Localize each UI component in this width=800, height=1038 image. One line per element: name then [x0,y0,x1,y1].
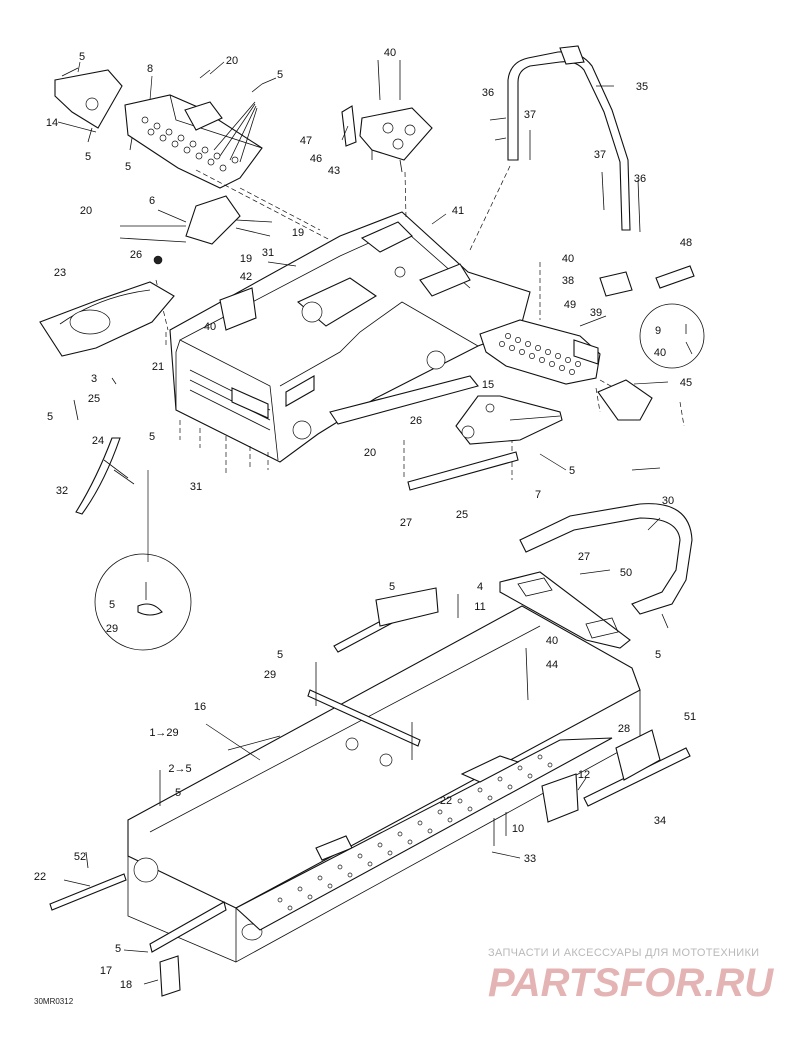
callout-number: 5 [149,431,155,443]
callout-number: 37 [524,109,536,121]
callout-number: 26 [130,249,142,261]
watermark-caption: ЗАПЧАСТИ И АКСЕССУАРЫ ДЛЯ МОТОТЕХНИКИ [488,947,759,959]
callout-number: 45 [680,377,692,389]
footrest-bracket-assembly [54,67,263,189]
callout-number: 22 [440,795,452,807]
rear-bumper [499,503,693,649]
diagram-code: 30MR0312 [34,997,74,1006]
callout-number: 41 [452,205,464,217]
callout-number: 40 [562,253,574,265]
callout-number: 20 [226,55,238,67]
callout-number: 27 [578,551,590,563]
callout-number: 9 [655,325,661,337]
callout-number: 7 [535,489,541,501]
callout-number: 5 [655,649,661,661]
rear-handle-loop [489,45,641,233]
callout-number: 21 [152,361,164,373]
callout-number: 31 [262,247,274,259]
callout-number: 18 [120,979,132,991]
callout-number: 24 [92,435,104,447]
callout-number: 17 [100,965,112,977]
callout-number: 20 [80,205,92,217]
callout-number: 27 [400,517,412,529]
callout-number: 19 [240,253,252,265]
callout-number: 5 [175,787,181,799]
callout-number: 1→29 [149,727,178,739]
callout-number: 33 [524,853,536,865]
callout-number: 2→5 [168,763,191,775]
callout-number: 26 [410,415,422,427]
watermark-brand: PARTSFOR.RU [488,961,774,1005]
callout-number: 31 [190,481,202,493]
callout-labels [57,61,669,985]
callout-number: 40 [546,635,558,647]
callout-number: 36 [634,173,646,185]
callout-number: 36 [482,87,494,99]
callout-number: 5 [109,599,115,611]
callout-number: 5 [125,161,131,173]
callout-number: 16 [194,701,206,713]
callout-number: 50 [620,567,632,579]
detail-circle [94,470,192,651]
callout-number: 10 [512,823,524,835]
callout-number: 43 [328,165,340,177]
callout-number: 5 [277,69,283,81]
callout-number: 44 [546,659,558,671]
callout-number: 15 [482,379,494,391]
callout-number: 48 [680,237,692,249]
callout-number: 19 [292,227,304,239]
callout-number: 37 [594,149,606,161]
callout-number: 46 [310,153,322,165]
main-chassis-frame [169,211,601,463]
callout-number: 25 [456,509,468,521]
callout-number: 5 [277,649,283,661]
left-components [39,195,297,515]
callout-number: 5 [115,943,121,955]
callout-number: 8 [147,63,153,75]
callout-number: 32 [56,485,68,497]
callout-number: 47 [300,135,312,147]
callout-number: 30 [662,495,674,507]
callout-number: 52 [74,851,86,863]
callout-number: 51 [684,711,696,723]
callout-number: 5 [85,151,91,163]
callout-number: 5 [389,581,395,593]
callout-number: 3 [91,373,97,385]
upper-bracket-assembly [341,59,433,173]
callout-number: 40 [384,47,396,59]
callout-number: 5 [79,51,85,63]
callout-number: 29 [264,669,276,681]
callout-number: 23 [54,267,66,279]
callout-number: 11 [474,601,485,613]
callout-number: 5 [569,465,575,477]
callout-number: 34 [654,815,666,827]
callout-number: 22 [34,871,46,883]
center-components [407,265,705,491]
callout-number: 25 [88,393,100,405]
callout-number: 42 [240,271,252,283]
callout-number: 29 [106,623,118,635]
callout-number: 38 [562,275,574,287]
callout-number: 5 [47,411,53,423]
callout-number: 40 [654,347,666,359]
callout-number: 39 [590,307,602,319]
tunnel-assembly [49,587,691,997]
callout-number: 28 [618,723,630,735]
callout-number: 6 [149,195,155,207]
callout-number: 49 [564,299,576,311]
callout-number: 14 [46,117,58,129]
watermark: ЗАПЧАСТИ И АКСЕССУАРЫ ДЛЯ МОТОТЕХНИКИ PA… [488,947,774,1005]
callout-number: 4 [477,581,483,593]
callout-number: 40 [204,321,216,333]
callout-number: 20 [364,447,376,459]
callout-number: 35 [636,81,648,93]
callout-number: 12 [578,769,590,781]
